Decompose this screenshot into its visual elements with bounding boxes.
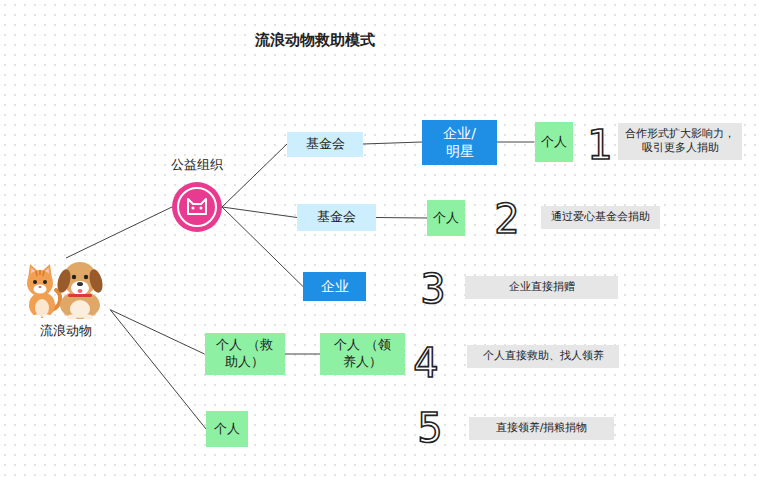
- box-text: 个人 （领养人）: [329, 337, 397, 371]
- charity-org-node: 公益组织: [164, 157, 230, 235]
- person-box: 个人: [535, 122, 573, 162]
- callout-number: 3: [420, 269, 445, 309]
- connector-line: [110, 310, 206, 429]
- note-text: 个人直接救助、找人领养: [483, 349, 604, 363]
- connector-line: [285, 354, 321, 355]
- stray-animal-node: 流浪动物: [20, 258, 112, 340]
- note-text: 通过爱心基金会捐助: [551, 210, 650, 224]
- box-text: 个人 （救助人）: [211, 337, 279, 371]
- box-text: 基金会: [306, 136, 345, 153]
- foundation-box: 基金会: [287, 132, 363, 157]
- box-text: 基金会: [317, 209, 356, 226]
- connector-line: [222, 207, 303, 287]
- box-text: 企业/ 明星: [435, 124, 485, 160]
- note-box: 合作形式扩大影响力， 吸引更多人捐助: [618, 123, 742, 160]
- connector-line: [497, 142, 535, 143]
- company-box: 企业: [303, 272, 366, 301]
- note-box: 企业直接捐赠: [465, 276, 618, 299]
- person-box: 个人: [206, 411, 248, 447]
- note-box: 个人直接救助、找人领养: [467, 345, 619, 368]
- box-text: 个人: [541, 134, 567, 151]
- connector-line: [222, 144, 287, 207]
- person-box: 个人: [427, 200, 465, 236]
- company-box: 企业/ 明星: [422, 120, 497, 165]
- callout-number: 5: [417, 408, 442, 448]
- dog-illustration: [55, 262, 105, 320]
- person-box: 个人 （救助人）: [205, 333, 285, 375]
- connector-line: [110, 310, 204, 354]
- foundation-box: 基金会: [297, 204, 376, 231]
- box-text: 个人: [433, 210, 459, 227]
- note-box: 通过爱心基金会捐助: [541, 206, 660, 229]
- note-text: 合作形式扩大影响力， 吸引更多人捐助: [624, 127, 736, 156]
- connector-line: [222, 207, 297, 218]
- cat-illustration: [27, 264, 60, 320]
- person-box: 个人 （领养人）: [320, 333, 405, 375]
- callout-number: 2: [494, 199, 519, 239]
- diagram-title: 流浪动物救助模式: [255, 31, 375, 50]
- box-text: 个人: [214, 421, 240, 438]
- node-label: 流浪动物: [40, 323, 92, 340]
- note-text: 企业直接捐赠: [509, 280, 575, 294]
- note-text: 直接领养/捐粮捐物: [496, 421, 588, 435]
- connector-line: [376, 217, 427, 219]
- connector-line: [66, 207, 172, 258]
- callout-number: 4: [413, 343, 438, 383]
- note-box: 直接领养/捐粮捐物: [469, 417, 614, 440]
- box-text: 企业: [321, 277, 349, 295]
- callout-number: 1: [587, 125, 612, 165]
- node-label: 公益组织: [171, 157, 223, 174]
- connector-line: [363, 142, 422, 144]
